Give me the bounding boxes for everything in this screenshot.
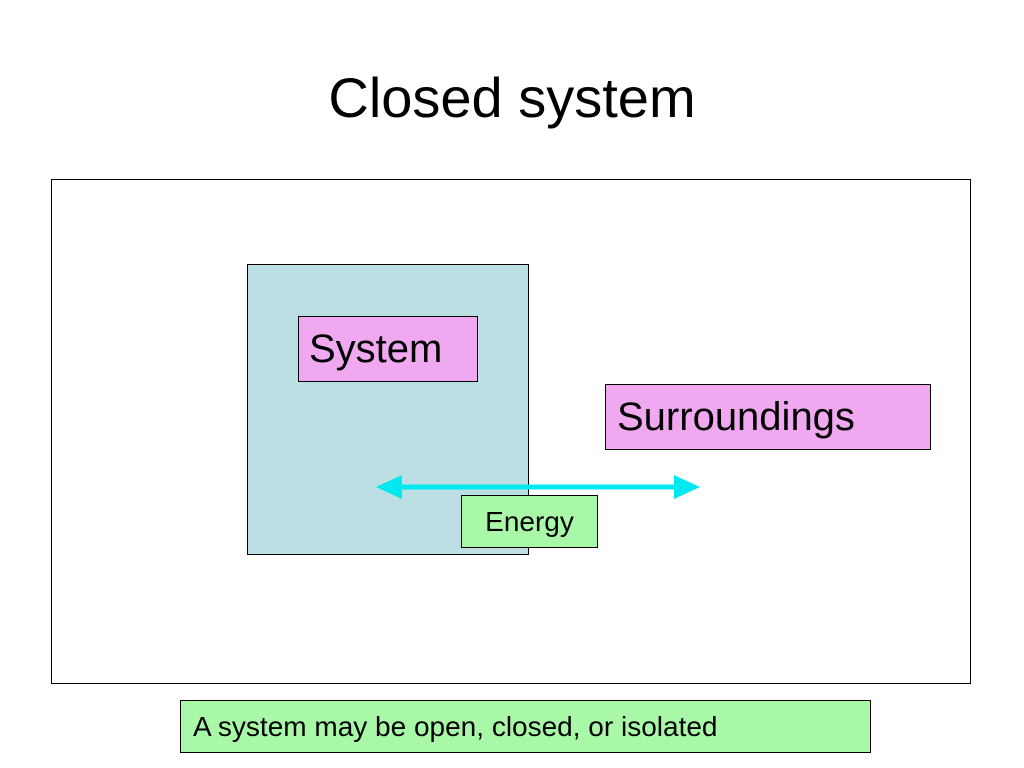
energy-label: Energy [461,495,598,548]
surroundings-label: Surroundings [605,384,931,450]
caption-box: A system may be open, closed, or isolate… [180,700,871,753]
system-label: System [298,316,478,382]
double-headed-arrow-icon [376,475,700,499]
slide-title: Closed system [328,66,696,129]
